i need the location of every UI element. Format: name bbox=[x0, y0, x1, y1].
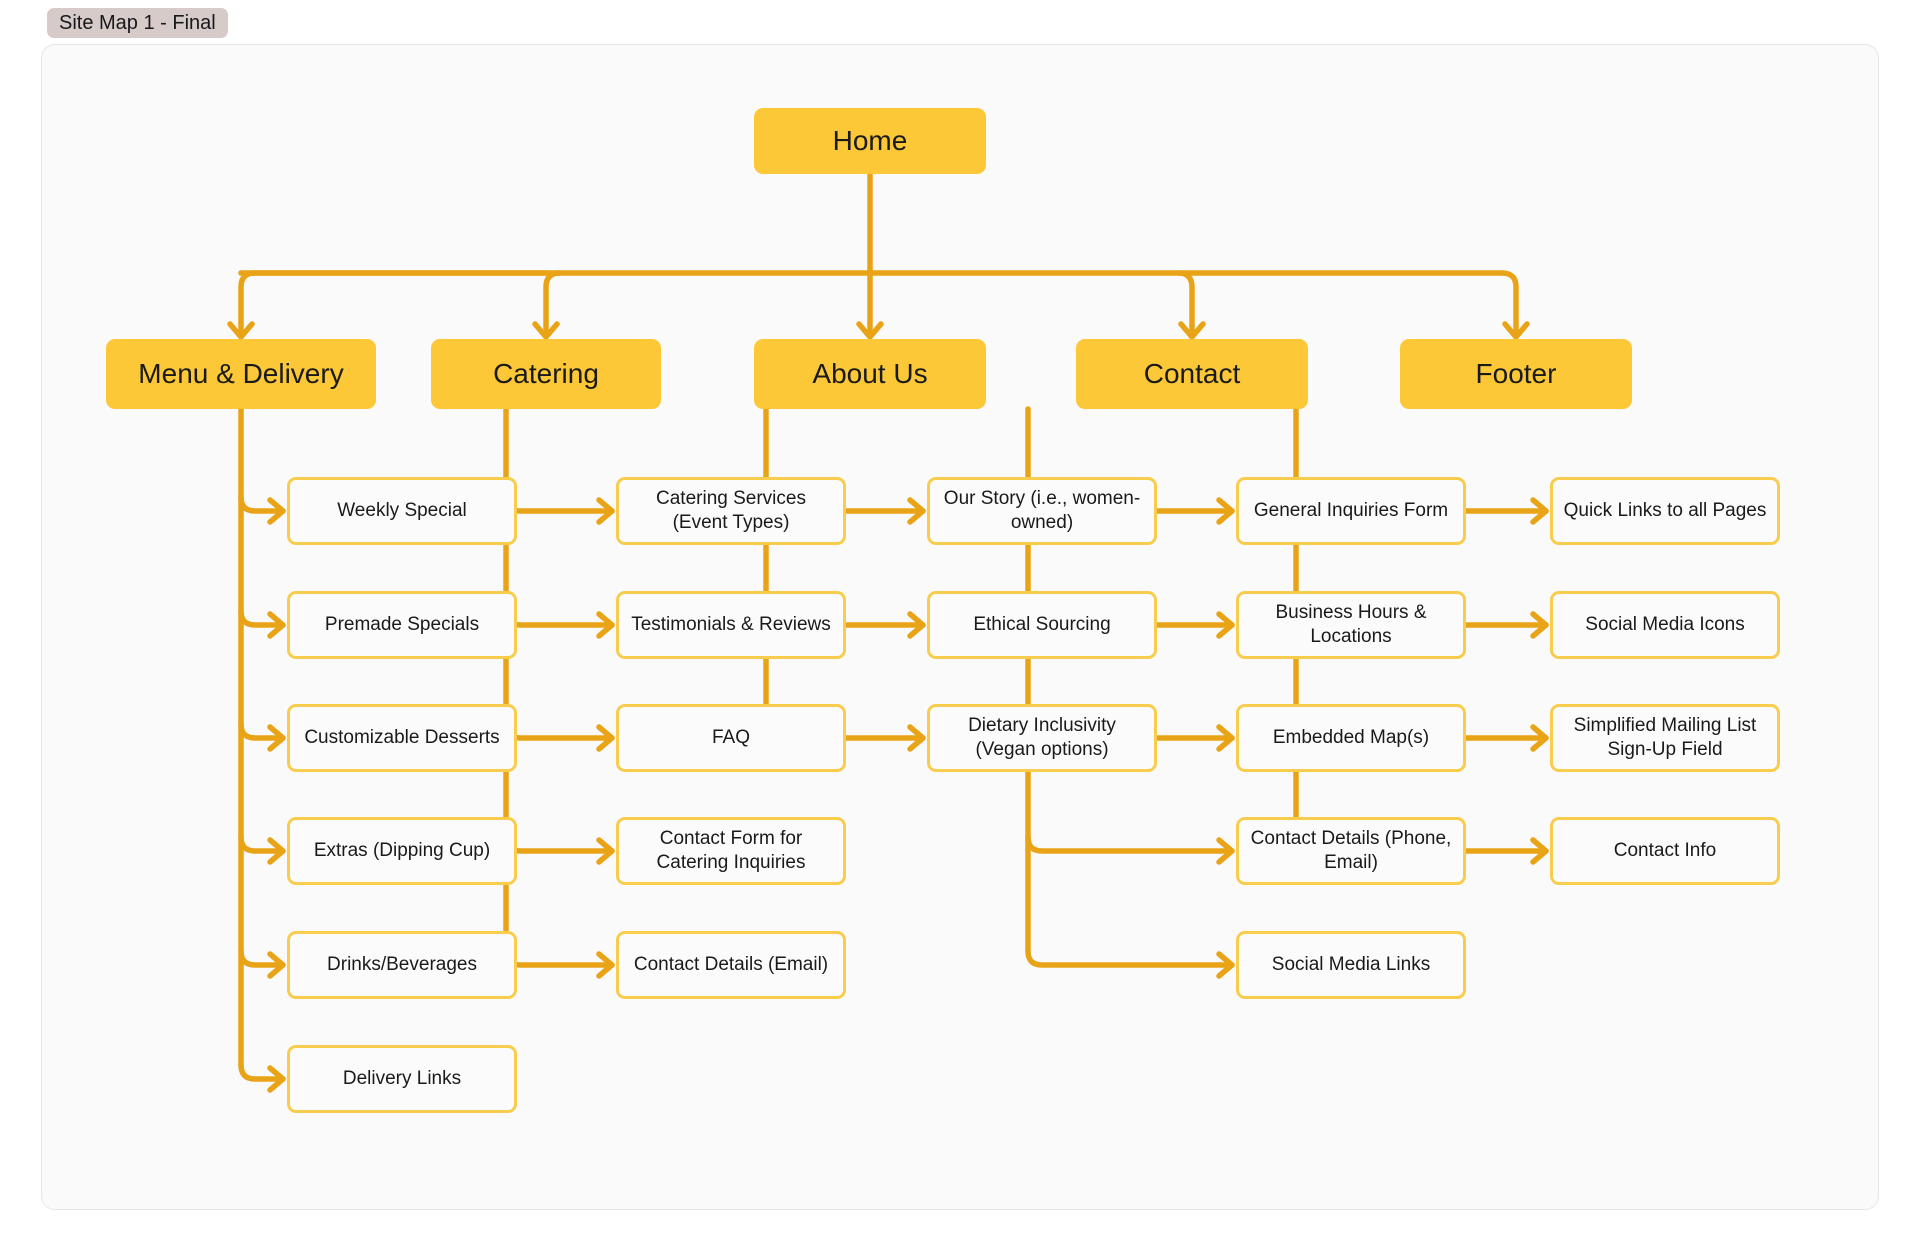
leaf-contact-details-email-label: Contact Details (Email) bbox=[633, 954, 829, 976]
leaf-weekly-special-label: Weekly Special bbox=[337, 500, 467, 522]
leaf-ethical-sourcing[interactable]: Ethical Sourcing bbox=[927, 591, 1157, 659]
leaf-contact-details-phone-email-label: Contact Details (Phone, Email) bbox=[1250, 828, 1452, 873]
leaf-contact-form-catering[interactable]: Contact Form for Catering Inquiries bbox=[616, 817, 846, 885]
leaf-contact-info-label: Contact Info bbox=[1613, 840, 1717, 862]
leaf-delivery-links-label: Delivery Links bbox=[342, 1068, 462, 1090]
leaf-premade-specials-label: Premade Specials bbox=[324, 614, 480, 636]
node-contact[interactable]: Contact bbox=[1076, 339, 1308, 409]
leaf-social-media-links[interactable]: Social Media Links bbox=[1236, 931, 1466, 999]
leaf-drinks-beverages[interactable]: Drinks/Beverages bbox=[287, 931, 517, 999]
leaf-social-media-icons[interactable]: Social Media Icons bbox=[1550, 591, 1780, 659]
node-footer[interactable]: Footer bbox=[1400, 339, 1632, 409]
node-home-label: Home bbox=[832, 125, 908, 157]
leaf-social-media-icons-label: Social Media Icons bbox=[1585, 614, 1745, 636]
leaf-catering-services[interactable]: Catering Services (Event Types) bbox=[616, 477, 846, 545]
leaf-contact-info[interactable]: Contact Info bbox=[1550, 817, 1780, 885]
diagram-canvas: .e { fill: none; stroke: #e9a316; stroke… bbox=[41, 44, 1879, 1210]
leaf-extras-dipping-cup[interactable]: Extras (Dipping Cup) bbox=[287, 817, 517, 885]
leaf-dietary-inclusivity-label: Dietary Inclusivity (Vegan options) bbox=[968, 715, 1116, 760]
leaf-general-inquiries-form[interactable]: General Inquiries Form bbox=[1236, 477, 1466, 545]
leaf-testimonials-and-reviews[interactable]: Testimonials & Reviews bbox=[616, 591, 846, 659]
leaf-premade-specials[interactable]: Premade Specials bbox=[287, 591, 517, 659]
leaf-quick-links[interactable]: Quick Links to all Pages bbox=[1550, 477, 1780, 545]
leaf-customizable-desserts-label: Customizable Desserts bbox=[304, 727, 500, 749]
node-about-us-label: About Us bbox=[812, 358, 928, 390]
leaf-testimonials-and-reviews-label: Testimonials & Reviews bbox=[631, 614, 831, 636]
leaf-extras-dipping-cup-label: Extras (Dipping Cup) bbox=[313, 840, 491, 862]
leaf-quick-links-label: Quick Links to all Pages bbox=[1563, 500, 1767, 522]
leaf-contact-details-phone-email[interactable]: Contact Details (Phone, Email) bbox=[1236, 817, 1466, 885]
leaf-embedded-maps[interactable]: Embedded Map(s) bbox=[1236, 704, 1466, 772]
leaf-ethical-sourcing-label: Ethical Sourcing bbox=[973, 614, 1111, 636]
leaf-our-story-label: Our Story (i.e., women-owned) bbox=[943, 488, 1141, 533]
leaf-faq[interactable]: FAQ bbox=[616, 704, 846, 772]
leaf-customizable-desserts[interactable]: Customizable Desserts bbox=[287, 704, 517, 772]
leaf-mailing-list-signup-label: Simplified Mailing List Sign-Up Field bbox=[1573, 715, 1757, 760]
leaf-drinks-beverages-label: Drinks/Beverages bbox=[327, 954, 477, 976]
leaf-faq-label: FAQ bbox=[711, 727, 750, 749]
leaf-catering-services-label: Catering Services (Event Types) bbox=[656, 488, 806, 533]
leaf-general-inquiries-form-label: General Inquiries Form bbox=[1253, 500, 1449, 522]
node-menu-and-delivery[interactable]: Menu & Delivery bbox=[106, 339, 376, 409]
leaf-mailing-list-signup[interactable]: Simplified Mailing List Sign-Up Field bbox=[1550, 704, 1780, 772]
diagram-title-chip: Site Map 1 - Final bbox=[47, 8, 228, 38]
node-catering[interactable]: Catering bbox=[431, 339, 661, 409]
leaf-contact-form-catering-label: Contact Form for Catering Inquiries bbox=[656, 828, 806, 873]
node-about-us[interactable]: About Us bbox=[754, 339, 986, 409]
leaf-business-hours-locations-label: Business Hours & Locations bbox=[1275, 602, 1427, 647]
leaf-social-media-links-label: Social Media Links bbox=[1271, 954, 1431, 976]
leaf-delivery-links[interactable]: Delivery Links bbox=[287, 1045, 517, 1113]
node-menu-and-delivery-label: Menu & Delivery bbox=[138, 358, 344, 390]
diagram-title-label: Site Map 1 - Final bbox=[59, 11, 216, 34]
leaf-our-story[interactable]: Our Story (i.e., women-owned) bbox=[927, 477, 1157, 545]
leaf-embedded-maps-label: Embedded Map(s) bbox=[1272, 727, 1430, 749]
node-home[interactable]: Home bbox=[754, 108, 986, 174]
node-catering-label: Catering bbox=[493, 358, 599, 390]
leaf-contact-details-email[interactable]: Contact Details (Email) bbox=[616, 931, 846, 999]
leaf-business-hours-locations[interactable]: Business Hours & Locations bbox=[1236, 591, 1466, 659]
node-footer-label: Footer bbox=[1475, 358, 1557, 390]
node-contact-label: Contact bbox=[1143, 358, 1241, 390]
leaf-dietary-inclusivity[interactable]: Dietary Inclusivity (Vegan options) bbox=[927, 704, 1157, 772]
leaf-weekly-special[interactable]: Weekly Special bbox=[287, 477, 517, 545]
